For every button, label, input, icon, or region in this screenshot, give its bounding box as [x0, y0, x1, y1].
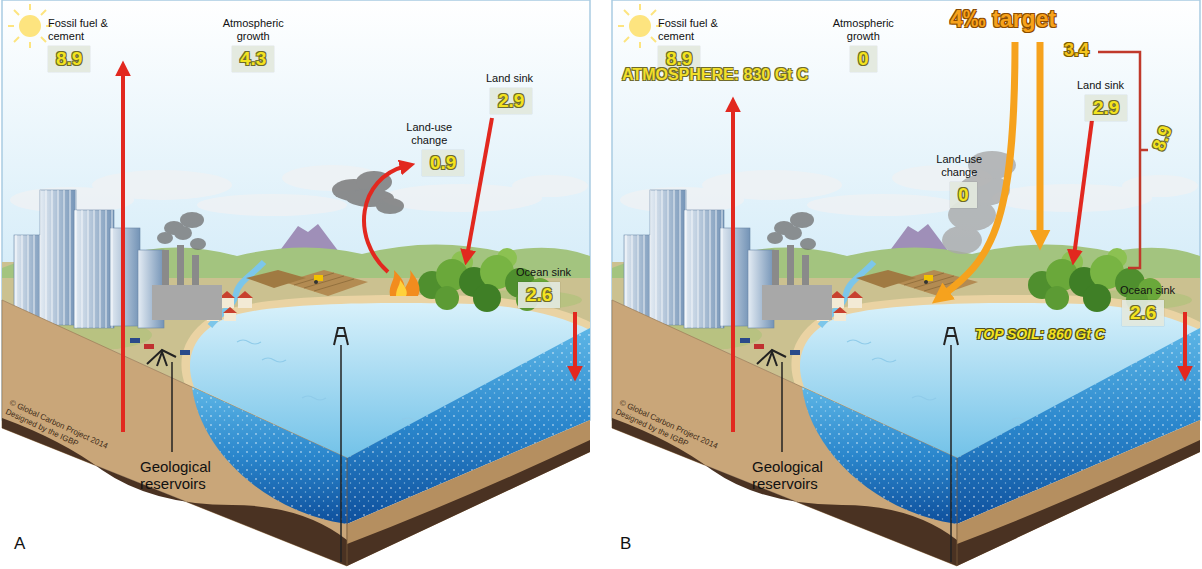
flux-arrow: [364, 166, 406, 272]
flux-heading: Land-use change: [401, 121, 457, 147]
stock-label: TOP SOIL: 860 Gt C: [975, 326, 1105, 342]
flux-box: Land sink2.9: [1085, 95, 1127, 121]
flux-value: 4.3: [240, 48, 266, 70]
flux-box: Atmospheric growth0: [850, 46, 877, 72]
flux-heading: Fossil fuel & cement: [658, 17, 734, 43]
flux-heading: Atmospheric growth: [827, 17, 899, 43]
deforestation-fire: [396, 280, 407, 296]
flux-heading: Ocean sink: [1120, 284, 1175, 297]
flux-heading: Fossil fuel & cement: [48, 17, 124, 43]
flux-box: Ocean sink2.6: [1122, 300, 1164, 326]
flux-arrow: [1183, 312, 1187, 372]
flux-value: 0.9: [430, 152, 456, 174]
flux-arrow: [733, 106, 1185, 432]
panel-letter: A: [14, 534, 25, 554]
flux-value: 2.9: [1093, 97, 1119, 119]
flux-box: Land-use change0.9: [422, 150, 464, 176]
flux-arrow: [467, 118, 492, 256]
flux-heading: Atmospheric growth: [217, 17, 289, 43]
deforestation-fire: [390, 270, 420, 296]
copyright-note: © Global Carbon Project 2014 Designed by…: [614, 398, 739, 469]
flux-value: 0: [958, 184, 969, 206]
flux-box: Land sink2.9: [490, 88, 532, 114]
flux-heading: Land sink: [1077, 79, 1124, 92]
bracket-value: 8.9: [1149, 123, 1177, 154]
flux-arrow: [121, 70, 125, 432]
flux-arrow: [573, 312, 577, 372]
sum-bracket: [1140, 149, 1148, 152]
target-label: 4‰ target: [950, 6, 1056, 32]
stock-label: ATMOSPHERE: 830 Gt C: [622, 66, 808, 84]
flux-heading: Land sink: [486, 72, 533, 85]
flux-arrow: [123, 70, 575, 432]
soil-target-arrow: [1037, 42, 1044, 238]
fire-smoke: [332, 171, 404, 214]
copyright-note: © Global Carbon Project 2014 Designed by…: [4, 398, 129, 469]
flux-value: 8.9: [56, 48, 82, 70]
flux-box: Land-use change0: [950, 182, 977, 208]
panel-a-illustration: [2, 0, 590, 566]
panel-b-illustration: [612, 0, 1200, 566]
flux-value: 2.9: [498, 90, 524, 112]
flux-arrow: [1074, 120, 1092, 256]
reservoir-label: Geological reservoirs: [752, 458, 837, 492]
flux-heading: Ocean sink: [516, 266, 571, 279]
panel-letter: B: [620, 534, 631, 554]
flux-value: 2.6: [526, 284, 552, 306]
flux-value: 0: [858, 48, 869, 70]
fire-smoke: [376, 198, 404, 214]
panel-b-illustration: [612, 0, 1200, 566]
flux-value: 2.6: [1130, 302, 1156, 324]
deforestation-fire: [390, 270, 420, 296]
flux-box: Fossil fuel & cement8.9: [48, 46, 90, 72]
flux-box: Atmospheric growth4.3: [232, 46, 274, 72]
flux-heading: Land-use change: [931, 153, 987, 179]
panel-a-illustration: [2, 0, 590, 566]
flux-box: Ocean sink2.6: [518, 282, 560, 308]
flux-arrow: [731, 106, 735, 432]
reservoir-label: Geological reservoirs: [140, 458, 225, 492]
flux-value: 3.4: [1064, 40, 1089, 61]
